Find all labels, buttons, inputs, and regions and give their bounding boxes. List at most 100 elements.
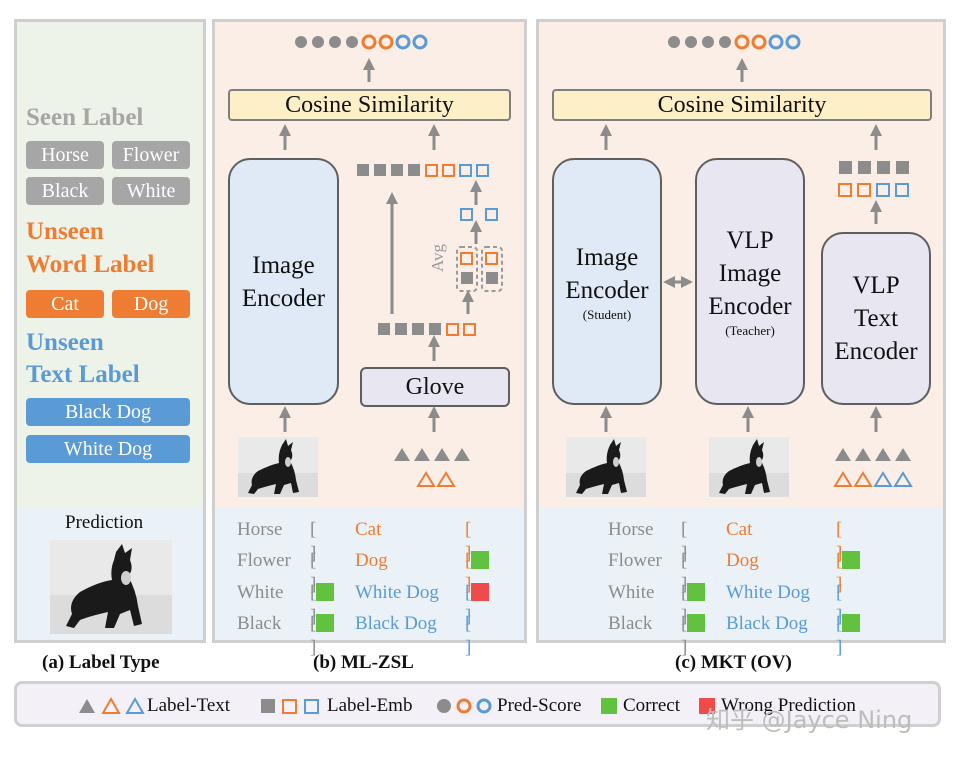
unseen-name: Dog	[355, 550, 388, 571]
seen-chip-white: White	[112, 177, 190, 205]
dog-photo-c1	[566, 437, 646, 497]
legend-pred-score: Pred-Score	[497, 695, 582, 716]
empty-mark	[687, 520, 705, 538]
dog-photo-c2	[709, 437, 789, 497]
vlp-text-line2: Text	[853, 305, 899, 332]
unseen-bracket: []	[465, 549, 490, 597]
seen-bracket: []	[310, 581, 335, 629]
image-encoder-student: Image Encoder (Student)	[552, 158, 662, 405]
correct-mark	[842, 551, 861, 569]
empty-mark	[316, 551, 334, 569]
unseen-name: White Dog	[355, 582, 439, 603]
seen-bracket: []	[310, 518, 334, 566]
cosine-similarity-box-b: Cosine Similarity	[228, 89, 511, 121]
image-encoder-b-line2: Encoder	[241, 284, 326, 312]
vlp-image-encoder-teacher: VLP Image Encoder (Teacher)	[695, 158, 805, 405]
empty-mark	[471, 614, 489, 632]
correct-mark	[316, 614, 335, 632]
correct-mark	[687, 583, 706, 601]
wrong-mark	[471, 583, 490, 601]
unseen-name: Black Dog	[726, 613, 808, 634]
unseen-name: Cat	[355, 519, 382, 540]
vlp-text-line3: Encoder	[834, 338, 918, 365]
watermark: 知乎 @Jayce Ning	[706, 706, 913, 734]
empty-mark	[316, 520, 334, 538]
seen-name: Horse	[237, 519, 283, 540]
prediction-title: Prediction	[65, 512, 144, 533]
pred-score-legend-icon	[437, 698, 492, 714]
word-chip-dog: Dog	[112, 290, 190, 318]
word-chip-cat: Cat	[26, 290, 104, 318]
empty-mark	[842, 520, 860, 538]
unseen-bracket: []	[836, 518, 860, 566]
unseen-word-heading-1: Unseen	[26, 218, 104, 245]
unseen-bracket: []	[465, 581, 490, 629]
caption-a: (a) Label Type	[42, 652, 160, 673]
seen-chip-horse: Horse	[26, 141, 104, 169]
seen-name: Black	[608, 613, 653, 634]
legend-label-emb: Label-Emb	[327, 695, 413, 716]
legend-correct: Correct	[623, 695, 680, 716]
seen-name: Flower	[237, 550, 291, 571]
seen-name: Horse	[608, 519, 654, 540]
student-note: (Student)	[582, 306, 632, 322]
seen-name: Black	[237, 613, 282, 634]
text-chip-black-dog: Black Dog	[26, 398, 190, 426]
unseen-name: Black Dog	[355, 613, 437, 634]
empty-mark	[842, 583, 860, 601]
unseen-text-heading-2: Text Label	[26, 361, 140, 388]
seen-bracket: []	[681, 518, 705, 566]
vlp-image-line1: VLP	[726, 227, 774, 254]
image-encoder-b-line1: Image	[252, 251, 315, 279]
glove-box: Glove	[360, 367, 510, 407]
empty-mark	[471, 520, 489, 538]
correct-mark	[471, 551, 490, 569]
correct-legend-icon	[601, 698, 617, 714]
dog-photo-large	[50, 540, 172, 634]
image-encoder-c-line1: Image	[575, 243, 639, 271]
text-chip-white-dog: White Dog	[26, 435, 190, 463]
unseen-bracket: []	[836, 612, 861, 660]
unseen-bracket: []	[836, 549, 861, 597]
vlp-image-line3: Encoder	[708, 293, 792, 320]
avg-label: Avg	[428, 244, 447, 273]
image-encoder-c-line2: Encoder	[565, 276, 649, 304]
unseen-bracket: []	[465, 612, 489, 660]
vlp-image-line2: Image	[718, 260, 782, 287]
unseen-bracket: []	[465, 518, 489, 566]
label-emb-legend-icon	[261, 699, 319, 714]
vlp-text-encoder: VLP Text Encoder	[821, 232, 931, 405]
wrong-legend-icon	[699, 698, 715, 714]
unseen-text-heading-1: Unseen	[26, 329, 104, 356]
seen-bracket: []	[681, 549, 705, 597]
seen-chip-black: Black	[26, 177, 104, 205]
correct-mark	[316, 583, 335, 601]
teacher-note: (Teacher)	[725, 323, 775, 338]
unseen-bracket: []	[836, 581, 860, 629]
vlp-text-line1: VLP	[852, 272, 900, 299]
mkt-results-zone	[539, 507, 943, 640]
empty-mark	[687, 551, 705, 569]
dog-photo-b	[238, 437, 318, 497]
unseen-name: White Dog	[726, 582, 810, 603]
legend-label-text: Label-Text	[147, 695, 231, 716]
correct-mark	[842, 614, 861, 632]
seen-label-heading: Seen Label	[26, 104, 144, 131]
seen-bracket: []	[681, 612, 706, 660]
unseen-name: Cat	[726, 519, 753, 540]
legend-wrong: Wrong Prediction	[721, 695, 856, 716]
seen-chip-flower: Flower	[112, 141, 190, 169]
seen-name: Flower	[608, 550, 662, 571]
caption-c: (c) MKT (OV)	[675, 652, 792, 673]
unseen-name: Dog	[726, 550, 759, 571]
legend-bar: Label-Text Label-Emb Pred-Score Correct …	[14, 681, 941, 727]
seen-bracket: []	[310, 549, 334, 597]
label-type-panel	[14, 19, 206, 643]
seen-bracket: []	[310, 612, 335, 660]
caption-b: (b) ML-ZSL	[313, 652, 414, 673]
correct-mark	[687, 614, 706, 632]
cosine-similarity-box-c: Cosine Similarity	[552, 89, 932, 121]
seen-bracket: []	[681, 581, 706, 629]
label-text-legend-icon	[79, 696, 145, 714]
ml-zsl-results-zone	[215, 507, 524, 640]
